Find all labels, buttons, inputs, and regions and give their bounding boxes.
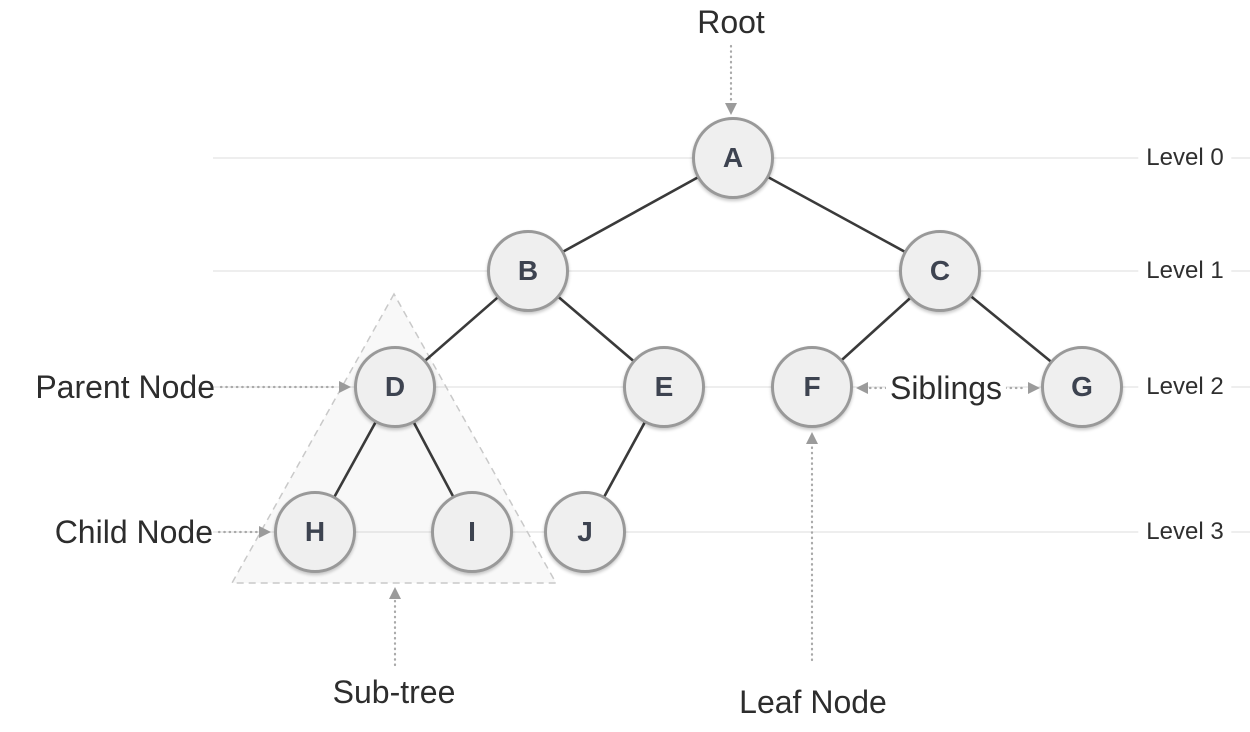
annotation-arrows bbox=[217, 44, 1026, 667]
level-1-label: Level 1 bbox=[1138, 257, 1232, 285]
tree-node-a: A bbox=[692, 117, 774, 199]
siblings-label: Siblings bbox=[885, 369, 1007, 407]
root-label: Root bbox=[697, 4, 765, 40]
tree-node-h: H bbox=[274, 491, 356, 573]
child-arrowhead-icon bbox=[259, 526, 271, 538]
level-3-label: Level 3 bbox=[1138, 518, 1232, 546]
tree-node-d: D bbox=[354, 346, 436, 428]
leaf-arrowhead-icon bbox=[806, 432, 818, 444]
leaf-node-label: Leaf Node bbox=[739, 684, 887, 720]
level-0-label: Level 0 bbox=[1138, 144, 1232, 172]
level-2-label: Level 2 bbox=[1138, 373, 1232, 401]
parent-arrowhead-icon bbox=[339, 381, 351, 393]
tree-node-b: B bbox=[487, 230, 569, 312]
child-node-label: Child Node bbox=[54, 514, 213, 550]
parent-node-label: Parent Node bbox=[35, 369, 215, 405]
tree-node-f: F bbox=[771, 346, 853, 428]
root-arrowhead-icon bbox=[725, 103, 737, 115]
arrowheads bbox=[259, 103, 1040, 599]
subtree-label: Sub-tree bbox=[332, 674, 456, 710]
tree-node-i: I bbox=[431, 491, 513, 573]
tree-node-g: G bbox=[1041, 346, 1123, 428]
tree-node-e: E bbox=[623, 346, 705, 428]
tree-node-j: J bbox=[544, 491, 626, 573]
siblings-left-arrowhead-icon bbox=[856, 382, 868, 394]
siblings-right-arrowhead-icon bbox=[1028, 382, 1040, 394]
subtree-arrowhead-icon bbox=[389, 587, 401, 599]
tree-node-c: C bbox=[899, 230, 981, 312]
